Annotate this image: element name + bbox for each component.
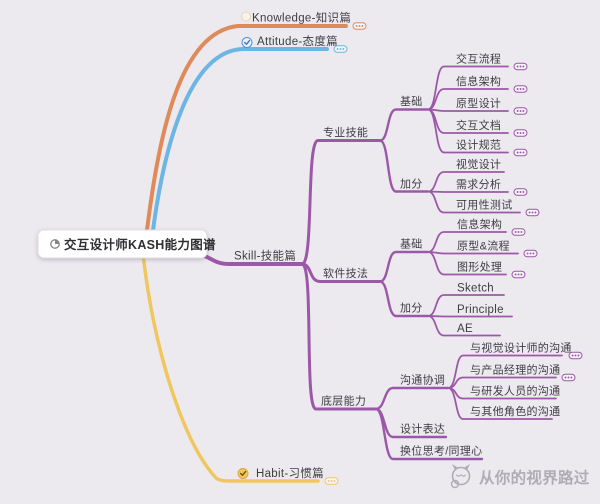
node-usability-testing-label[interactable]: 可用性测试 [456,198,513,212]
node-ae[interactable]: AE [427,315,501,337]
node-basics-2-label[interactable]: 基础 [400,238,423,251]
node-prototype-design-collapsed-indicator[interactable] [513,107,528,115]
node-interaction-docs[interactable]: 交互文档 [427,108,528,137]
node-basics-1-label[interactable]: 基础 [400,95,423,108]
branch-skill-label[interactable]: Skill-技能篇 [234,249,296,263]
branch-knowledge-marker-icon [241,11,251,22]
node-professional-skills-branch-line [300,139,382,266]
node-basics-2[interactable]: 基础 [378,238,430,283]
watermark: 从你的视界路过 [450,464,590,489]
node-graphic-processing-collapsed-indicator[interactable] [511,270,526,279]
branch-knowledge-collapsed-indicator[interactable] [352,22,367,30]
node-prototype-and-flow-label[interactable]: 原型&流程 [457,239,510,253]
node-usability-testing-collapsed-indicator[interactable] [525,208,540,217]
central-topic-label[interactable]: 交互设计师KASH能力图谱 [64,237,216,252]
node-ae-label[interactable]: AE [457,323,473,335]
branch-habit[interactable]: Habit-习惯篇 [141,252,339,485]
node-empathy-branch-line [374,407,484,461]
node-information-architecture-label[interactable]: 信息架构 [456,74,501,88]
node-design-expression-label[interactable]: 设计表达 [400,422,445,436]
branch-attitude-label[interactable]: Attitude-态度篇 [257,34,338,48]
node-empathy-label[interactable]: 换位思考/同理心 [400,444,482,458]
node-comm-with-visual-designers-collapsed-indicator[interactable] [568,351,583,360]
node-requirement-analysis-label[interactable]: 需求分析 [456,177,501,191]
node-graphic-processing-label[interactable]: 图形处理 [457,261,502,274]
branch-habit-branch-line [141,252,320,483]
branch-knowledge[interactable]: Knowledge-知识篇 [144,11,367,240]
node-usability-testing-branch-line [427,190,521,214]
branch-attitude-collapsed-indicator[interactable] [333,45,348,53]
node-comm-with-product-managers-collapsed-indicator[interactable] [561,373,576,382]
node-interaction-flow-label[interactable]: 交互流程 [456,52,501,66]
node-bonus-1-branch-line [378,139,430,193]
branch-attitude-checkmark-icon [241,37,253,48]
node-information-architecture-2-collapsed-indicator[interactable] [511,228,526,236]
node-comm-with-visual-designers[interactable]: 与视觉设计师的沟通 [447,341,583,389]
branch-attitude[interactable]: Attitude-态度篇 [150,34,348,240]
node-comm-with-other-roles-branch-line [447,387,553,420]
branch-knowledge-label[interactable]: Knowledge-知识篇 [252,11,351,25]
node-basics-1[interactable]: 基础 [378,95,430,142]
node-communication-coordination[interactable]: 沟通协调 [374,373,450,411]
node-graphic-processing[interactable]: 图形处理 [427,251,526,279]
node-principle-label[interactable]: Principle [457,304,504,316]
node-bonus-1[interactable]: 加分 [378,139,430,193]
node-prototype-design-label[interactable]: 原型设计 [456,96,501,110]
node-interaction-flow[interactable]: 交互流程 [427,52,528,111]
node-sketch-label[interactable]: Sketch [457,283,494,295]
branch-habit-checkmark-icon [237,468,249,479]
node-requirement-analysis-collapsed-indicator[interactable] [513,188,528,196]
branch-attitude-branch-line [150,47,329,240]
node-interaction-docs-collapsed-indicator[interactable] [513,129,528,137]
node-foundational-abilities[interactable]: 底层能力 [300,262,378,411]
node-bonus-2-branch-line [378,280,430,318]
node-bonus-1-label[interactable]: 加分 [400,178,423,191]
node-comm-with-other-roles[interactable]: 与其他角色的沟通 [447,387,560,420]
cat-face-icon [450,464,471,489]
central-topic[interactable]: 交互设计师KASH能力图谱 [37,229,216,259]
node-empathy[interactable]: 换位思考/同理心 [374,407,484,461]
node-design-specs-branch-line [427,108,509,154]
node-usability-testing[interactable]: 可用性测试 [427,190,540,217]
node-principle-branch-line [427,315,513,318]
node-professional-skills[interactable]: 专业技能 [300,125,382,266]
node-requirement-analysis-branch-line [427,190,509,193]
branch-knowledge-branch-line [144,24,348,240]
branch-habit-label[interactable]: Habit-习惯篇 [256,466,324,480]
node-comm-with-visual-designers-label[interactable]: 与视觉设计师的沟通 [470,341,572,355]
node-foundational-abilities-branch-line [300,262,378,411]
node-design-specs[interactable]: 设计规范 [427,108,528,157]
node-interaction-docs-label[interactable]: 交互文档 [456,118,501,132]
node-graphic-processing-branch-line [427,251,507,276]
node-comm-with-product-managers-label[interactable]: 与产品经理的沟通 [470,363,560,377]
node-comm-with-developers-label[interactable]: 与研发人员的沟通 [470,384,560,398]
node-ae-branch-line [427,315,501,337]
node-comm-with-other-roles-label[interactable]: 与其他角色的沟通 [470,404,560,418]
node-information-architecture-2-label[interactable]: 信息架构 [457,217,502,231]
node-requirement-analysis[interactable]: 需求分析 [427,177,528,196]
task-progress-icon [50,239,60,249]
node-foundational-abilities-label[interactable]: 底层能力 [321,394,366,408]
node-bonus-2[interactable]: 加分 [378,280,430,318]
watermark-text: 从你的视界路过 [479,468,590,487]
node-prototype-and-flow-collapsed-indicator[interactable] [523,249,538,258]
node-information-architecture-collapsed-indicator[interactable] [513,85,528,93]
node-design-specs-label[interactable]: 设计规范 [456,138,501,152]
central-topic-box[interactable] [37,229,208,259]
node-basics-2-branch-line [378,250,430,283]
node-visual-design-label[interactable]: 视觉设计 [456,157,501,171]
node-bonus-2-label[interactable]: 加分 [400,302,423,315]
node-communication-coordination-label[interactable]: 沟通协调 [400,373,445,387]
node-prototype-and-flow[interactable]: 原型&流程 [427,239,538,258]
node-design-specs-collapsed-indicator[interactable] [513,148,528,157]
branch-habit-collapsed-indicator[interactable] [324,477,339,485]
node-communication-coordination-branch-line [374,386,450,411]
node-professional-skills-label[interactable]: 专业技能 [323,125,368,139]
node-software-techniques-label[interactable]: 软件技法 [323,266,368,280]
node-basics-1-branch-line [378,108,430,142]
node-interaction-flow-collapsed-indicator[interactable] [513,62,528,71]
